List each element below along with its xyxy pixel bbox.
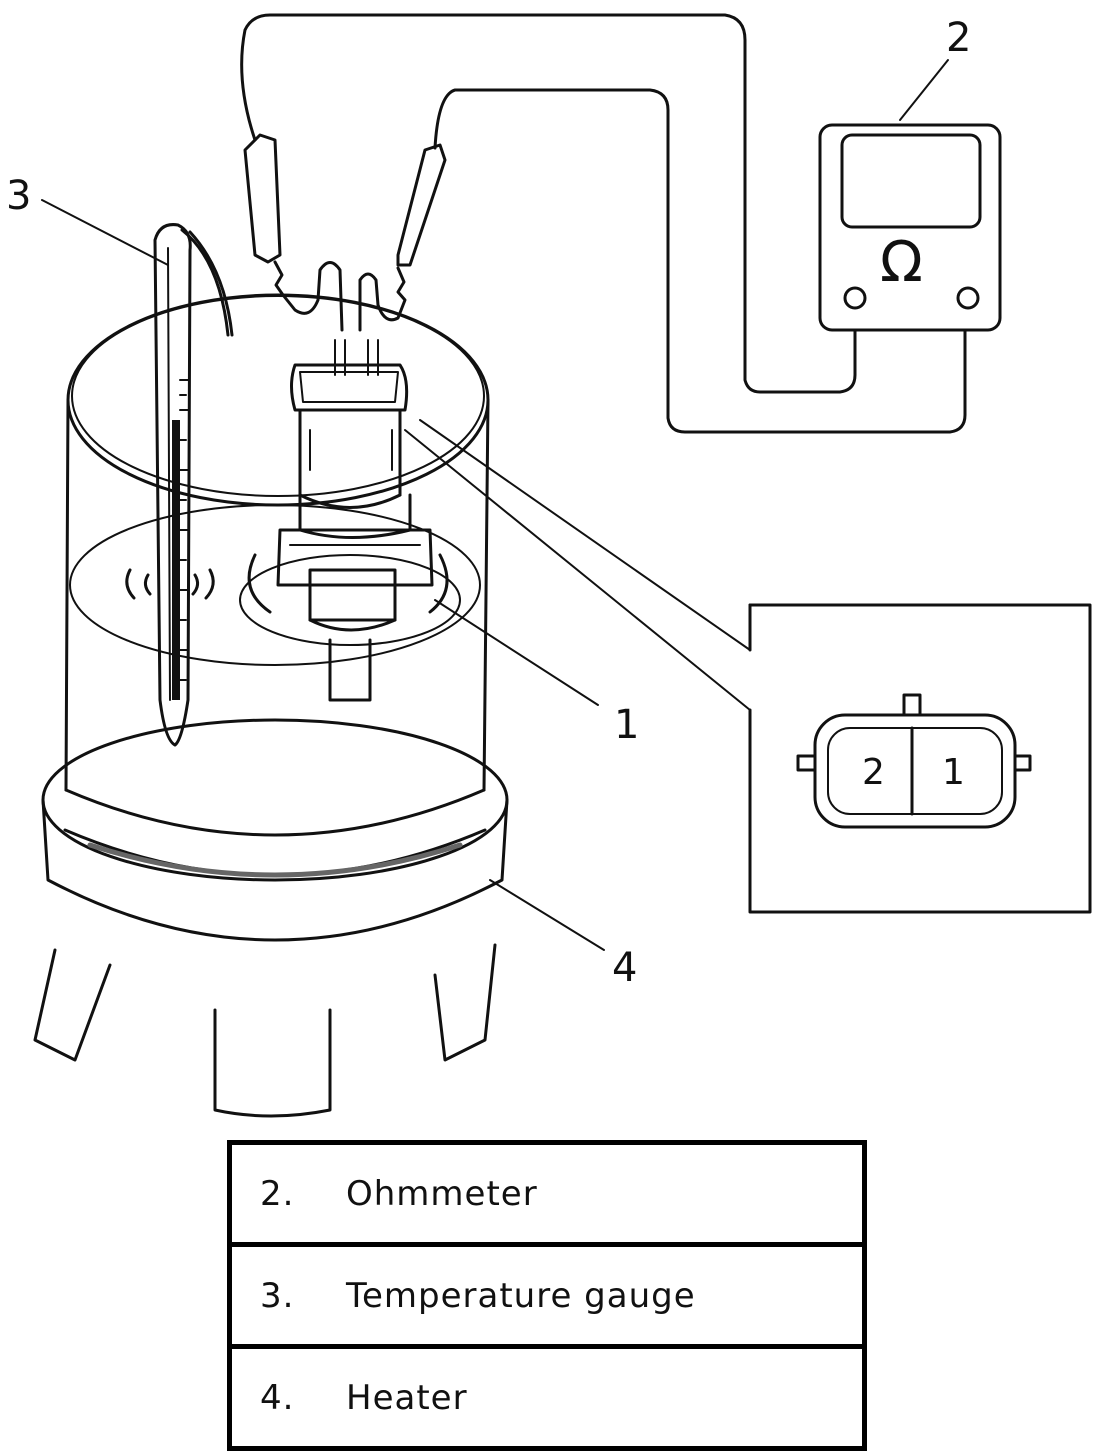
- heater: [33, 718, 509, 1118]
- legend-text: Temperature gauge: [346, 1275, 696, 1316]
- callout-label-2: 2: [946, 15, 972, 61]
- connector-pin-1-label: 1: [942, 752, 965, 793]
- temperature-sensor: [276, 339, 434, 702]
- legend-text: Ohmmeter: [346, 1173, 538, 1214]
- legend-number: 3.: [260, 1275, 295, 1316]
- ohmmeter: [818, 123, 1002, 332]
- connector-pin-2-label: 2: [862, 752, 885, 793]
- callout-label-1: 1: [614, 702, 640, 748]
- temperature-gauge: [153, 223, 234, 747]
- callout-label-3: 3: [6, 173, 32, 219]
- connector-inset: [748, 603, 1092, 914]
- leader-lines: [41, 59, 949, 951]
- legend-row: 3. Temperature gauge: [232, 1247, 862, 1349]
- legend-row: 2. Ohmmeter: [232, 1145, 862, 1247]
- legend-row: 4. Heater: [232, 1349, 862, 1446]
- water-container: [64, 293, 490, 837]
- legend-number: 2.: [260, 1173, 295, 1214]
- legend-text: Heater: [346, 1377, 468, 1418]
- ohmmeter-leads: [240, 13, 967, 434]
- legend-number: 4.: [260, 1377, 295, 1418]
- test-setup-diagram: [33, 13, 1092, 1118]
- legend-table: 2. Ohmmeter 3. Temperature gauge 4. Heat…: [227, 1140, 867, 1451]
- ohm-symbol-icon: Ω: [880, 230, 923, 295]
- callout-label-4: 4: [612, 945, 638, 991]
